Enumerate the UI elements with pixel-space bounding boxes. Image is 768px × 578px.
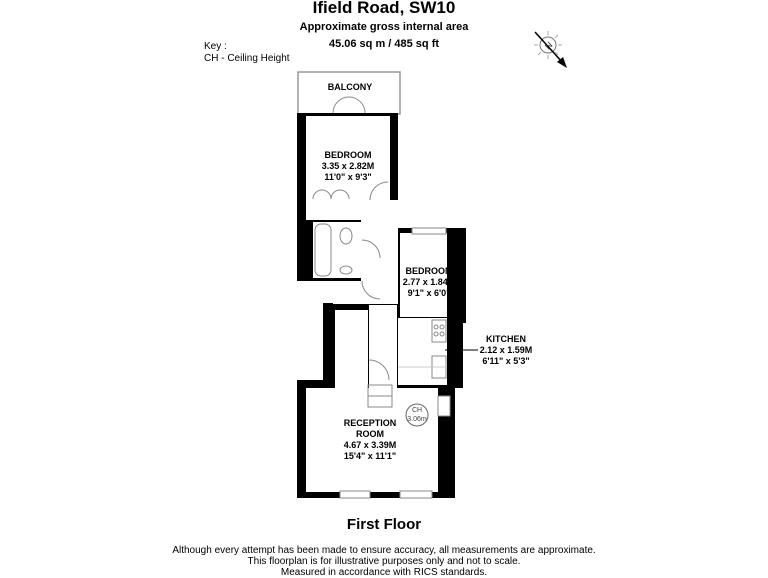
ceiling-height-marker: CH 3.06m	[405, 403, 429, 427]
door	[361, 280, 381, 300]
bathtub	[314, 223, 332, 277]
north-compass-icon: N	[534, 31, 567, 68]
door	[368, 359, 390, 381]
balcony	[297, 71, 401, 115]
room-name: BEDROOM	[324, 150, 372, 160]
room-name: ROOM	[356, 429, 384, 439]
room-metric: 3.35 x 2.82M	[321, 161, 375, 171]
hallway	[369, 305, 397, 389]
room-imperial: 6'11" x 5'3"	[482, 356, 530, 366]
svg-text:CH: CH	[412, 407, 422, 414]
disclaimer: Although every attempt has been made to …	[0, 545, 768, 578]
wardrobe	[312, 189, 350, 200]
key-item: CH - Ceiling Height	[204, 53, 290, 64]
bathroom	[313, 222, 361, 278]
hob	[431, 319, 447, 343]
disclaimer-line: Although every attempt has been made to …	[172, 545, 596, 556]
room-imperial: 9'1" x 6'0"	[407, 288, 451, 298]
bedroom-1-label: BEDROOM 3.35 x 2.82M 11'0" x 9'3"	[308, 150, 388, 183]
door	[361, 239, 381, 259]
cupboard	[335, 310, 368, 388]
kitchen	[398, 318, 447, 385]
balcony-label: BALCONY	[327, 82, 373, 92]
bedroom-2	[400, 233, 447, 317]
floor-name: First Floor	[346, 516, 422, 533]
reception-label: RECEPTION ROOM 4.67 x 3.39M 15'4" x 11'1…	[330, 418, 410, 462]
key-heading: Key :	[204, 41, 227, 52]
area-value: 45.06 sq m / 485 sq ft	[328, 38, 440, 50]
room-metric: 2.77 x 1.84M	[402, 277, 456, 287]
room-name: KITCHEN	[486, 334, 526, 344]
svg-text:3.06m: 3.06m	[407, 416, 427, 423]
key-legend: Key : CH - Ceiling Height	[204, 41, 290, 65]
room-name: BEDROOM	[405, 266, 453, 276]
room-metric: 4.67 x 3.39M	[343, 440, 397, 450]
compass-letter: N	[543, 40, 555, 52]
area-label: Approximate gross internal area	[299, 21, 469, 33]
bedroom-2-label: BEDROOM 2.77 x 1.84M 9'1" x 6'0"	[394, 266, 464, 299]
basin	[339, 265, 353, 275]
kitchen-label: KITCHEN 2.12 x 1.59M 6'11" x 5'3"	[476, 334, 536, 367]
room-imperial: 15'4" x 11'1"	[343, 451, 397, 461]
bedroom-1	[306, 116, 390, 204]
room-metric: 2.12 x 1.59M	[479, 345, 533, 355]
room-name: RECEPTION	[343, 418, 397, 428]
balcony-doors	[332, 96, 366, 114]
disclaimer-line: This floorplan is for illustrative purpo…	[247, 556, 521, 567]
toilet	[339, 227, 353, 245]
room-imperial: 11'0" x 9'3"	[324, 172, 372, 182]
disclaimer-line: Measured in accordance with RICS standar…	[280, 567, 488, 578]
property-title: Ifield Road, SW10	[312, 0, 456, 17]
door	[369, 181, 389, 201]
